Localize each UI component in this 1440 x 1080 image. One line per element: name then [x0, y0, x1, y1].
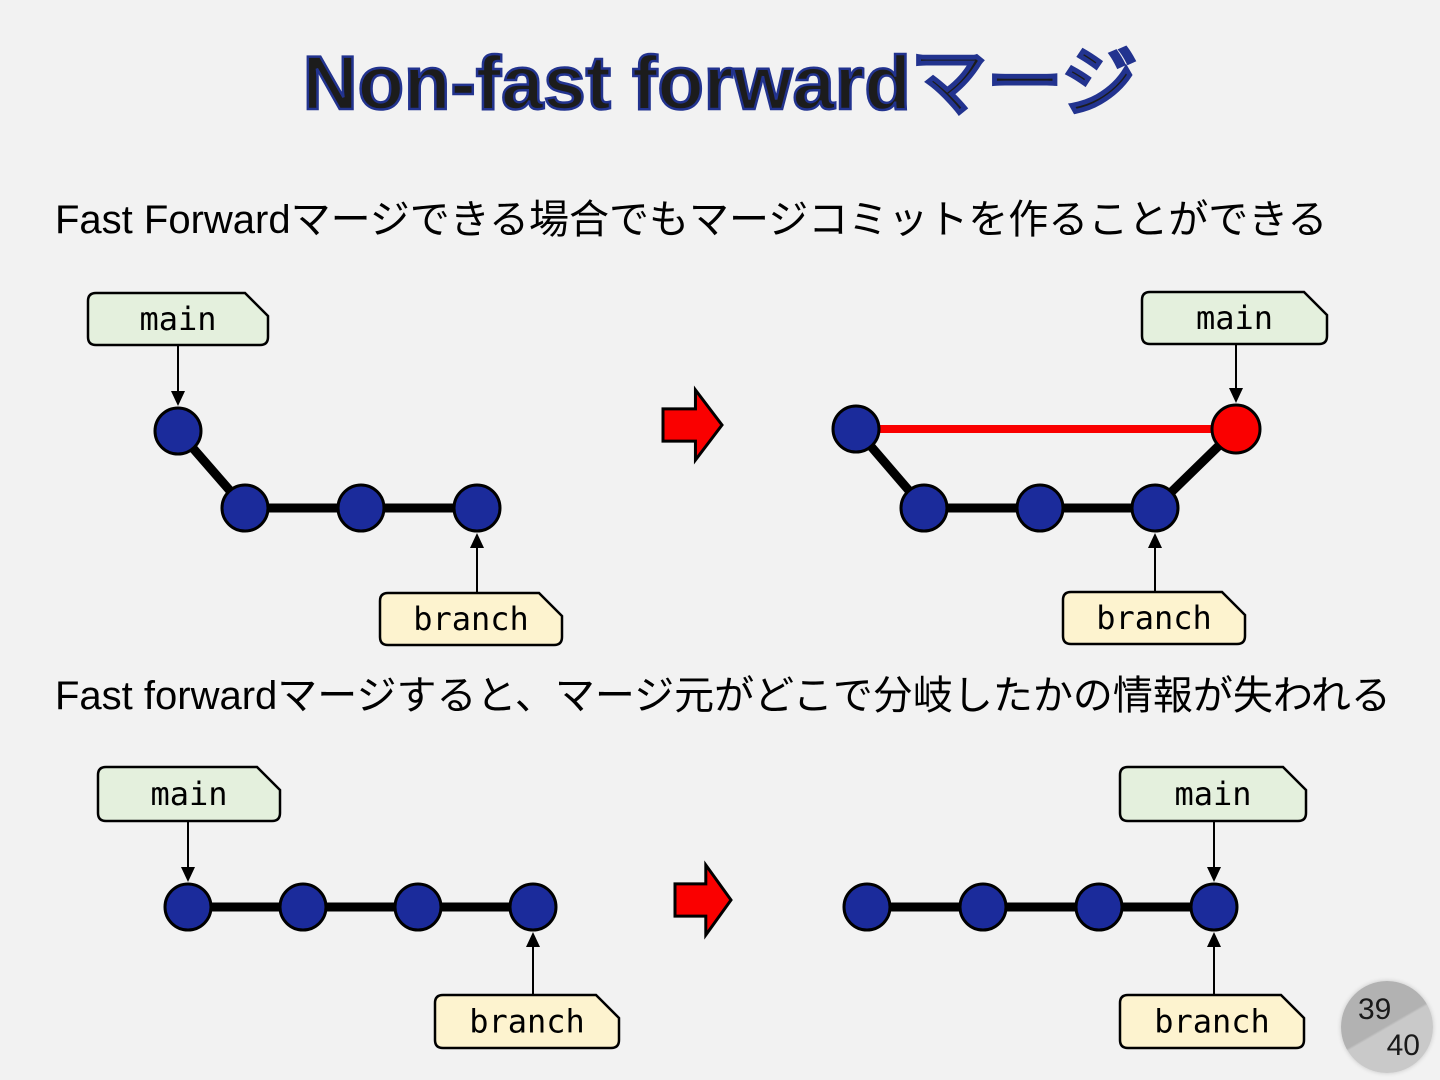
page-number-badge: 39 40 [1341, 981, 1433, 1073]
flow-arrow-right-icon [673, 860, 733, 940]
main-branch-label [1140, 290, 1329, 346]
page-number-next: 40 [1386, 1029, 1420, 1062]
commit-node [278, 882, 328, 932]
commit-node [1015, 483, 1065, 533]
commit-node [958, 882, 1008, 932]
arrowhead-down-icon [1207, 867, 1221, 882]
branch-branch-label [1061, 590, 1247, 646]
main-branch-label-text: main [1174, 775, 1251, 813]
commit-node [1074, 882, 1124, 932]
main-branch-label-text: main [150, 775, 227, 813]
merge-commit-node [1210, 403, 1262, 455]
arrowhead-down-icon [1229, 388, 1243, 403]
git-graph-after-ff-merge: main branch [842, 765, 1308, 1050]
commit-node [153, 406, 203, 456]
branch-branch-label-text: branch [1096, 599, 1212, 637]
branch-branch-label-text: branch [1154, 1003, 1270, 1041]
commit-node [899, 483, 949, 533]
main-branch-label-text: main [1196, 299, 1273, 337]
commit-node [831, 404, 881, 454]
branch-branch-label [378, 591, 564, 647]
commit-node [452, 483, 502, 533]
slide-title: Non-fast forwardマージ [302, 41, 1139, 126]
main-branch-label-text: main [139, 300, 216, 338]
branch-branch-label [1118, 993, 1306, 1050]
branch-branch-label-text: branch [413, 600, 529, 638]
arrowhead-up-icon [470, 533, 484, 548]
commit-node [1130, 483, 1180, 533]
branch-branch-label [433, 993, 621, 1050]
branch-branch-label-text: branch [469, 1003, 585, 1041]
commit-node [393, 882, 443, 932]
second-text: Fast forwardマージすると、マージ元がどこで分岐したかの情報が失われる [55, 674, 1391, 718]
arrowhead-up-icon [1207, 932, 1221, 947]
arrowhead-down-icon [181, 867, 195, 882]
commit-node [1189, 882, 1239, 932]
main-branch-label [86, 291, 270, 347]
arrowhead-down-icon [171, 391, 185, 406]
arrowhead-up-icon [526, 932, 540, 947]
commit-node [163, 882, 213, 932]
main-branch-label [1118, 765, 1308, 823]
main-branch-label [96, 765, 282, 823]
commit-node [336, 483, 386, 533]
commit-node [508, 882, 558, 932]
flow-arrow-right-icon [661, 385, 724, 465]
commit-node [220, 483, 270, 533]
page-number-current: 39 [1358, 993, 1392, 1026]
commit-node [842, 882, 892, 932]
lead-text: Fast Forwardマージできる場合でもマージコミットを作ることができる [55, 198, 1328, 242]
git-graph-after-non-ff-merge: main branch [831, 290, 1329, 646]
git-graph-before-ff-merge: main branch [96, 765, 621, 1050]
arrowhead-up-icon [1148, 533, 1162, 548]
git-graph-before-merge: main branch [86, 291, 564, 647]
